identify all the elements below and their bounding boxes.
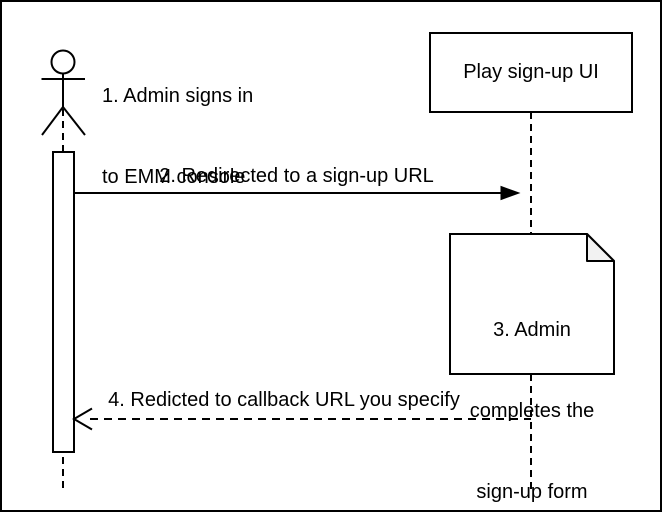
actor-label-line2: to EMM console [102, 166, 246, 188]
note-label-line2: completes the [469, 400, 595, 422]
actor-label-line1: 1. Admin signs in [102, 85, 254, 107]
note-shape [449, 233, 615, 375]
participant-label-play-signup-ui: Play sign-up UI [430, 33, 632, 112]
message-label-4: 4. Redicted to callback URL you specify [108, 389, 460, 411]
message-arrow-2-head [500, 185, 521, 201]
actor-head [50, 49, 76, 75]
actor-icon [41, 49, 86, 136]
note-label-line3: sign-up form [476, 481, 588, 503]
note-folded-corner [586, 233, 615, 262]
message-arrow-2 [74, 185, 521, 201]
participant-label-text: Play sign-up UI [463, 61, 599, 83]
return-arrow-4 [72, 407, 531, 431]
note-label-line1: 3. Admin [493, 319, 571, 341]
return-arrow-4-head [72, 407, 93, 431]
activation-bar [52, 151, 75, 453]
message-label-2: 2. Redirected to a sign-up URL [159, 165, 434, 187]
actor-label: 1. Admin signs in to EMM console [102, 29, 253, 245]
actor-leg-right [62, 106, 86, 136]
actor-leg-left [41, 106, 64, 136]
note-label: 3. Admin completes the sign-up form [450, 263, 614, 510]
